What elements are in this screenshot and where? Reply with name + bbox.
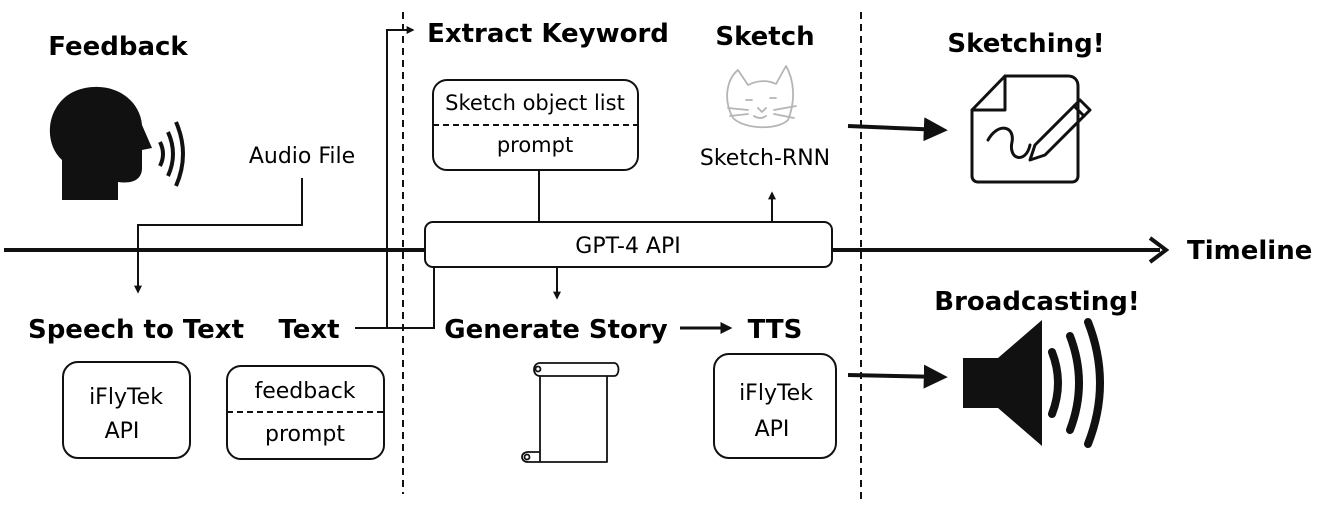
- iflytek-stt-line2: API: [105, 419, 140, 444]
- iflytek-stt-box: iFlyTek API: [62, 361, 191, 459]
- sketch-rnn-label: Sketch-RNN: [700, 146, 830, 171]
- keyword-box: Sketch object list prompt: [432, 79, 639, 171]
- speech-to-text-heading: Speech to Text: [28, 315, 244, 345]
- text-heading: Text: [278, 315, 339, 345]
- gpt4-api-box: GPT-4 API: [424, 221, 833, 268]
- timeline-axis: [4, 236, 1170, 264]
- iflytek-stt-line1: iFlyTek: [89, 385, 163, 410]
- feedback-prompt-box: feedback prompt: [226, 365, 385, 460]
- sketching-heading: Sketching!: [947, 29, 1104, 59]
- extract-keyword-heading: Extract Keyword: [427, 19, 669, 49]
- gpt4-api-label: GPT-4 API: [575, 234, 680, 259]
- tts-heading: TTS: [748, 315, 803, 345]
- sketch-heading: Sketch: [715, 22, 814, 52]
- generate-story-heading: Generate Story: [444, 315, 667, 345]
- timeline-label: Timeline: [1187, 236, 1312, 266]
- audio-to-stt-connector: [134, 178, 303, 294]
- iflytek-tts-line1: iFlyTek: [739, 381, 813, 406]
- keyword-box-bottom: prompt: [497, 133, 573, 157]
- text-to-extract-connector: [355, 26, 415, 329]
- feedback-heading: Feedback: [48, 32, 188, 62]
- keyword-box-top: Sketch object list: [445, 91, 625, 115]
- tts-to-broadcasting-arrow: [847, 364, 948, 389]
- text-to-gpt-connector: [355, 268, 435, 329]
- broadcasting-heading: Broadcasting!: [934, 287, 1139, 317]
- sketch-to-sketching-arrow: [847, 117, 948, 142]
- speaking-head-icon: [49, 86, 185, 200]
- iflytek-tts-line2: API: [755, 417, 790, 442]
- speaker-icon: [963, 318, 1104, 448]
- feedback-box-top: feedback: [254, 379, 355, 404]
- iflytek-tts-box: iFlyTek API: [713, 353, 837, 459]
- scroll-icon: [521, 362, 620, 463]
- sketch-edit-icon: [970, 74, 1092, 184]
- feedback-box-bottom: prompt: [265, 422, 345, 447]
- cat-sketch-icon: [726, 65, 797, 129]
- audio-file-label: Audio File: [249, 144, 355, 169]
